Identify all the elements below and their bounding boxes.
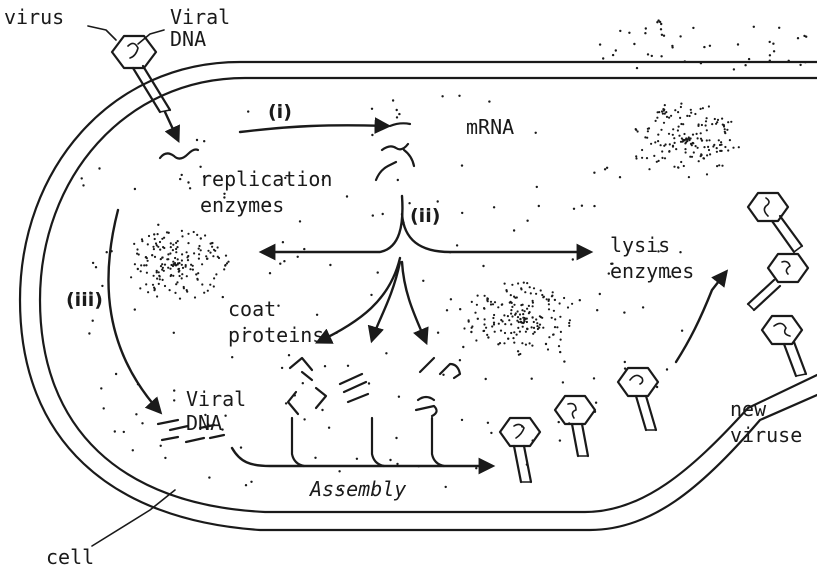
step-ii-label: (ii) bbox=[410, 205, 440, 227]
assembled-virus bbox=[618, 368, 658, 430]
released-virus bbox=[748, 193, 802, 252]
assembled-virus bbox=[555, 396, 595, 456]
released-virus bbox=[748, 254, 808, 310]
released-virus bbox=[762, 316, 806, 376]
assembly-label: Assembly bbox=[308, 477, 406, 501]
cell-wall bbox=[20, 62, 817, 530]
step-iii-label: (iii) bbox=[66, 289, 103, 311]
assembly-line bbox=[232, 418, 492, 466]
step-i-label: (i) bbox=[268, 101, 292, 123]
assembled-virus bbox=[500, 418, 540, 482]
mrna-strands bbox=[376, 123, 414, 180]
release-arrow bbox=[676, 272, 726, 362]
infecting-virus bbox=[112, 36, 178, 140]
coat-protein-fragments bbox=[288, 358, 460, 416]
mrna-label: mRNA bbox=[466, 115, 514, 139]
cytoplasm-dots bbox=[69, 19, 808, 490]
virus-label: virus bbox=[4, 5, 64, 29]
cell-label: cell bbox=[46, 545, 94, 569]
transcription-arrow bbox=[240, 125, 388, 132]
virus-pointer bbox=[88, 26, 116, 40]
replication-arrow bbox=[108, 210, 160, 412]
injected-dna bbox=[160, 150, 198, 159]
